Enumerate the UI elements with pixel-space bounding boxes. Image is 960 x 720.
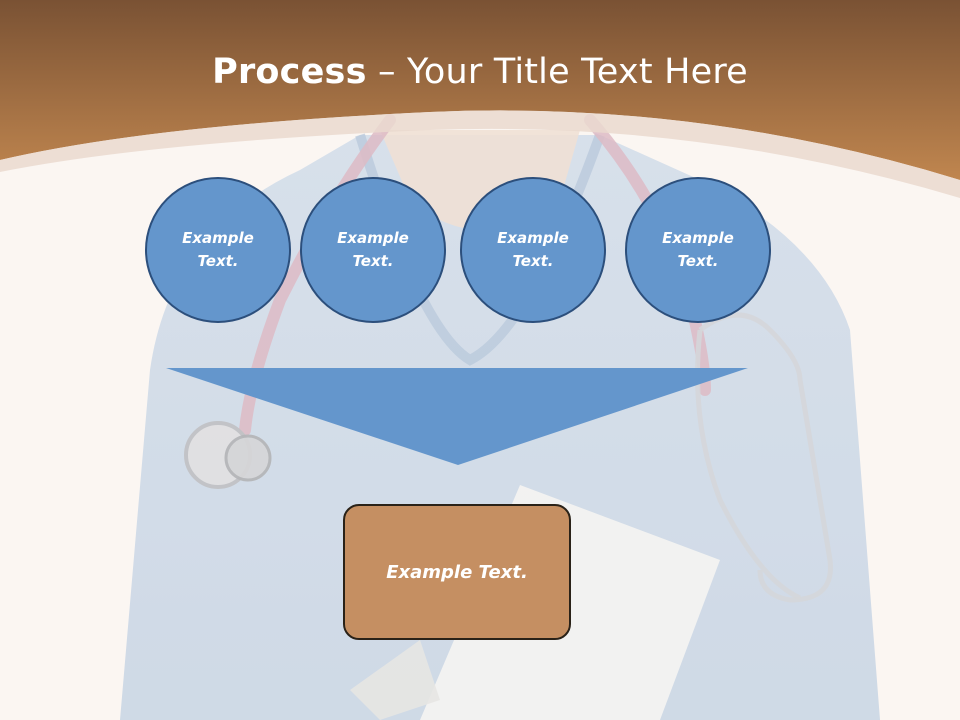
process-step-label: Example Text. (182, 229, 254, 270)
process-step-label: Example Text. (662, 229, 734, 270)
process-result-label: Example Text. (386, 561, 528, 583)
process-step-label: Example Text. (497, 229, 569, 270)
process-step-3: Example Text. (460, 177, 606, 323)
process-step-1: Example Text. (145, 177, 291, 323)
title-rest: – Your Title Text Here (366, 52, 748, 92)
process-step-2: Example Text. (300, 177, 446, 323)
process-step-4: Example Text. (625, 177, 771, 323)
process-step-label: Example Text. (337, 229, 409, 270)
title-bold: Process (212, 52, 367, 92)
process-result-box: Example Text. (343, 504, 571, 640)
slide-title: Process – Your Title Text Here (0, 52, 960, 92)
